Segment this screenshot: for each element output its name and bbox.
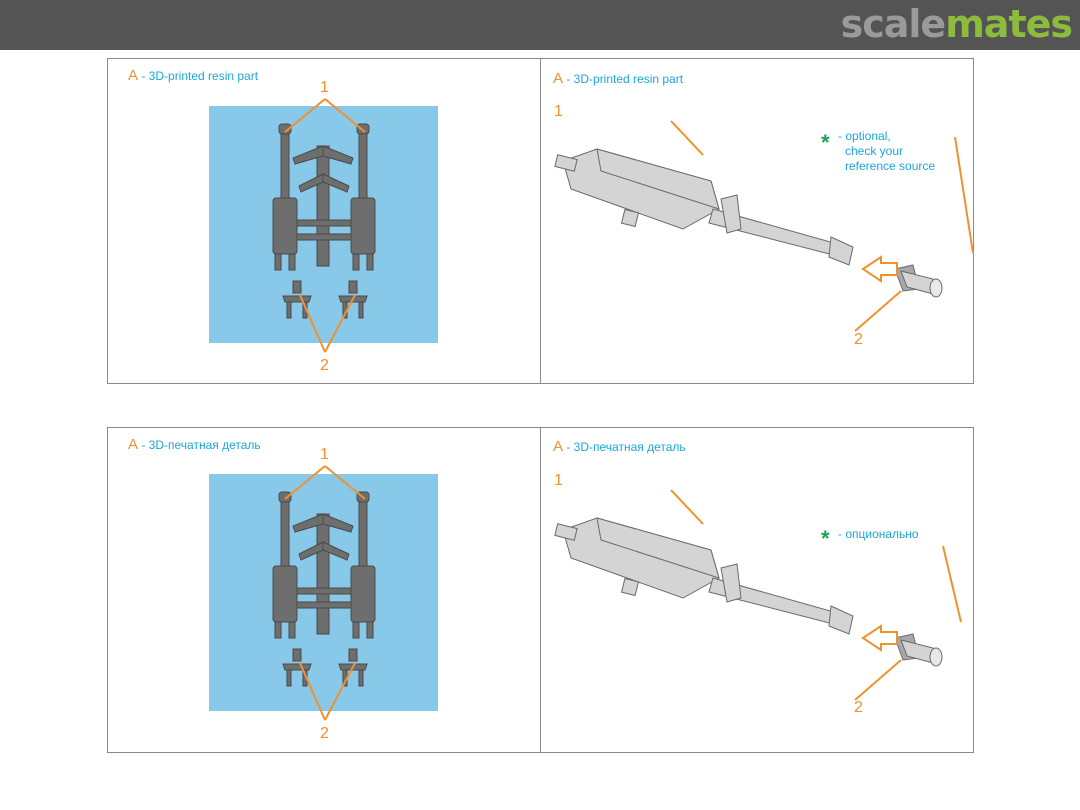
resin-sprue-illustration: [272, 123, 376, 319]
caption-letter: A: [128, 436, 139, 453]
panel-divider: [540, 428, 541, 752]
instruction-panel-english: A - 3D-printed resin part 1 2: [107, 58, 974, 384]
callout-number-2: 2: [320, 357, 329, 374]
callout-number-2: 2: [854, 699, 863, 716]
note-line: - опционально: [838, 527, 919, 541]
instruction-panel-russian: A - 3D-печатная деталь 1 2: [107, 427, 974, 753]
callout-lines-left: [284, 98, 366, 353]
panel-divider: [540, 59, 541, 383]
caption-left: A - 3D-printed resin part: [128, 67, 258, 84]
sprue-render: [209, 106, 438, 343]
sprue-render: [209, 474, 438, 711]
note-line: reference source: [845, 159, 936, 173]
optional-asterisk: *: [821, 526, 830, 551]
callout-number-1: 1: [554, 472, 563, 489]
callout-number-1: 1: [320, 79, 329, 96]
optional-note: - optional, check your reference source: [838, 129, 935, 174]
optional-note: - опционально: [838, 527, 919, 542]
caption-letter: A: [553, 438, 564, 455]
logo-part-scale: scale: [840, 2, 947, 46]
caption-left: A - 3D-печатная деталь: [128, 436, 261, 453]
caption-text: - 3D-печатная деталь: [138, 438, 261, 452]
header-bar: scalemates: [0, 0, 1080, 50]
caption-text: - 3D-печатная деталь: [563, 440, 686, 454]
scalemates-logo[interactable]: scalemates: [840, 2, 1073, 46]
caption-letter: A: [553, 70, 564, 87]
logo-part-mates: mates: [945, 2, 1073, 46]
caption-letter: A: [128, 67, 139, 84]
caption-right: A - 3D-printed resin part: [553, 70, 683, 87]
caption-right: A - 3D-печатная деталь: [553, 438, 686, 455]
resin-sprue-illustration: [272, 491, 376, 687]
note-line: check your: [845, 144, 904, 158]
optional-asterisk: *: [821, 130, 830, 155]
machine-gun-illustration: [554, 489, 962, 701]
machine-gun-illustration: [554, 120, 974, 332]
caption-text: - 3D-printed resin part: [138, 69, 259, 83]
callout-number-2: 2: [320, 725, 329, 742]
callout-number-1: 1: [320, 446, 329, 463]
callout-lines-left: [284, 465, 366, 721]
note-line: - optional,: [838, 129, 891, 143]
callout-number-2: 2: [854, 331, 863, 348]
callout-number-1: 1: [554, 103, 563, 120]
caption-text: - 3D-printed resin part: [563, 72, 684, 86]
